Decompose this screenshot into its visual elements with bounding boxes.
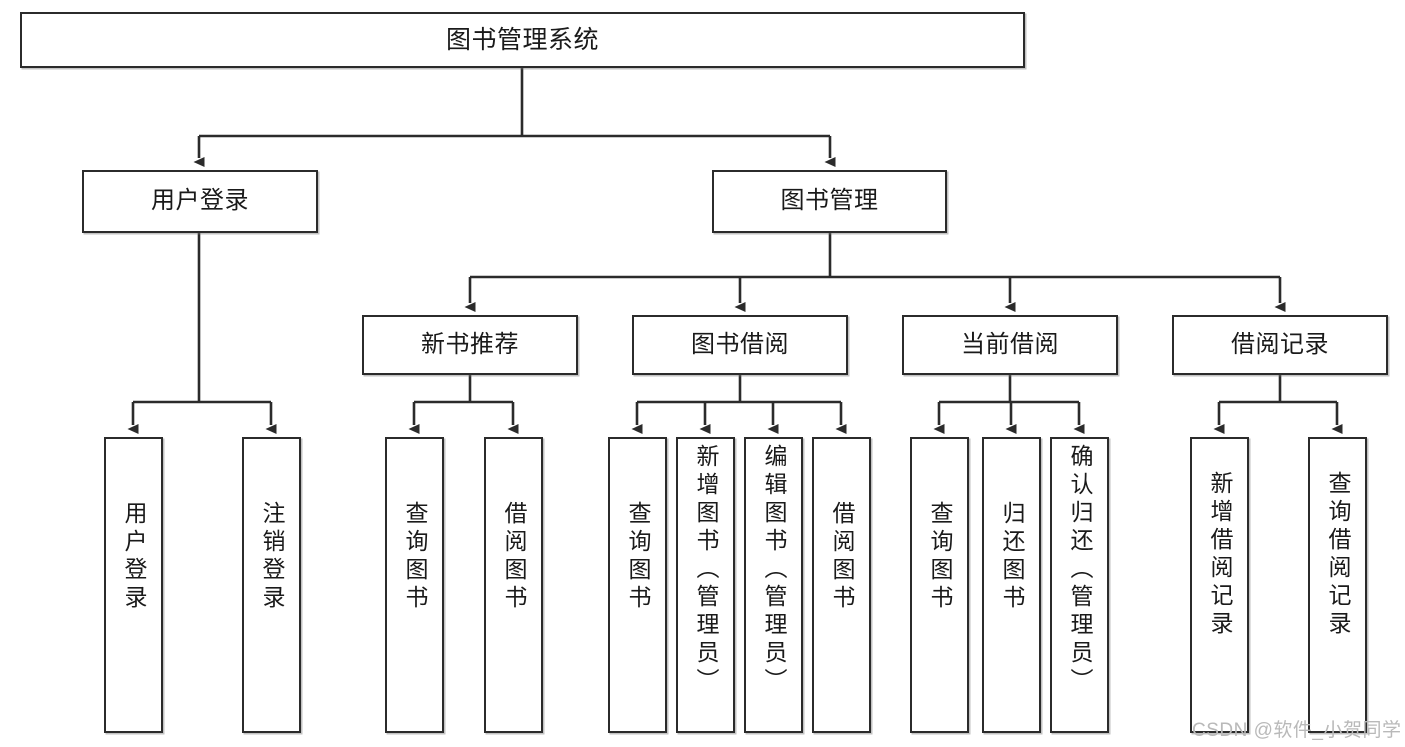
node-user-login[interactable]: 用户登录 <box>82 170 318 233</box>
node-leaf-edit-book[interactable]: 编辑图书（管理员） <box>744 437 803 733</box>
node-label: 借阅图书 <box>501 501 527 613</box>
node-label: 编辑图书（管理员） <box>761 444 787 696</box>
node-leaf-borrow-book-1[interactable]: 借阅图书 <box>484 437 543 733</box>
csdn-watermark: CSDN @软件_小贺同学 <box>1192 720 1402 741</box>
node-label: 当前借阅 <box>961 330 1059 358</box>
node-label: 查询图书 <box>927 501 953 613</box>
node-label: 借阅图书 <box>829 501 855 613</box>
node-label: 用户登录 <box>151 187 249 215</box>
node-label: 确认归还（管理员） <box>1067 444 1093 696</box>
node-leaf-user-login[interactable]: 用户登录 <box>104 437 163 733</box>
node-label: 查询图书 <box>402 501 428 613</box>
node-label: 用户登录 <box>121 501 147 613</box>
node-label: 新增图书（管理员） <box>693 444 719 696</box>
node-leaf-query-book-2[interactable]: 查询图书 <box>608 437 667 733</box>
node-root-system[interactable]: 图书管理系统 <box>20 12 1025 68</box>
node-label: 归还图书 <box>999 501 1025 613</box>
node-leaf-add-record[interactable]: 新增借阅记录 <box>1190 437 1249 733</box>
node-label: 图书借阅 <box>691 330 789 358</box>
node-label: 借阅记录 <box>1231 330 1329 358</box>
node-label: 查询借阅记录 <box>1325 471 1351 639</box>
node-label: 新增借阅记录 <box>1207 471 1233 639</box>
node-leaf-logout[interactable]: 注销登录 <box>242 437 301 733</box>
node-leaf-add-book[interactable]: 新增图书（管理员） <box>676 437 735 733</box>
node-label: 图书管理系统 <box>445 26 599 54</box>
node-borrow-record[interactable]: 借阅记录 <box>1172 315 1388 375</box>
node-leaf-query-book-1[interactable]: 查询图书 <box>385 437 444 733</box>
node-leaf-borrow-book-2[interactable]: 借阅图书 <box>812 437 871 733</box>
node-book-borrow[interactable]: 图书借阅 <box>632 315 848 375</box>
node-label: 注销登录 <box>259 501 285 613</box>
node-leaf-query-book-3[interactable]: 查询图书 <box>910 437 969 733</box>
node-leaf-return-book[interactable]: 归还图书 <box>982 437 1041 733</box>
node-label: 图书管理 <box>780 187 879 215</box>
node-label: 查询图书 <box>625 501 651 613</box>
node-leaf-confirm-return[interactable]: 确认归还（管理员） <box>1050 437 1109 733</box>
node-new-book-rec[interactable]: 新书推荐 <box>362 315 578 375</box>
node-label: 新书推荐 <box>421 330 519 358</box>
node-leaf-query-record[interactable]: 查询借阅记录 <box>1308 437 1367 733</box>
node-current-borrow[interactable]: 当前借阅 <box>902 315 1118 375</box>
node-book-manage[interactable]: 图书管理 <box>712 170 947 233</box>
